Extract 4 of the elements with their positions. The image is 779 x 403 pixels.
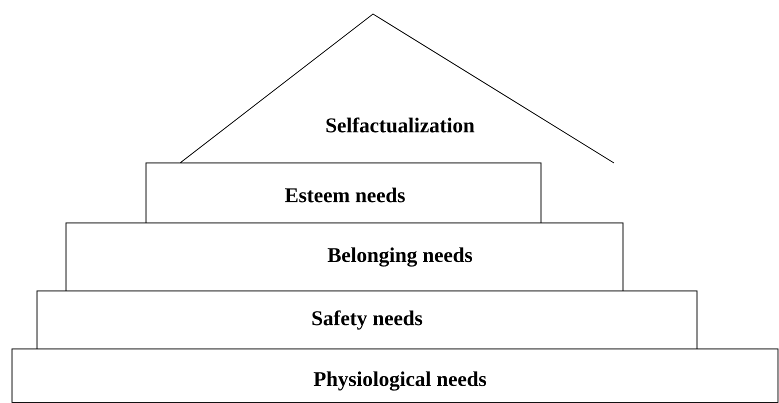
- pyramid-level-box: Safety needs: [36, 290, 698, 350]
- pyramid-level-box: Belonging needs: [66, 222, 624, 292]
- pyramid-level-box: Esteem needs: [146, 162, 542, 224]
- pyramid-level-box: Physiological needs: [12, 348, 778, 403]
